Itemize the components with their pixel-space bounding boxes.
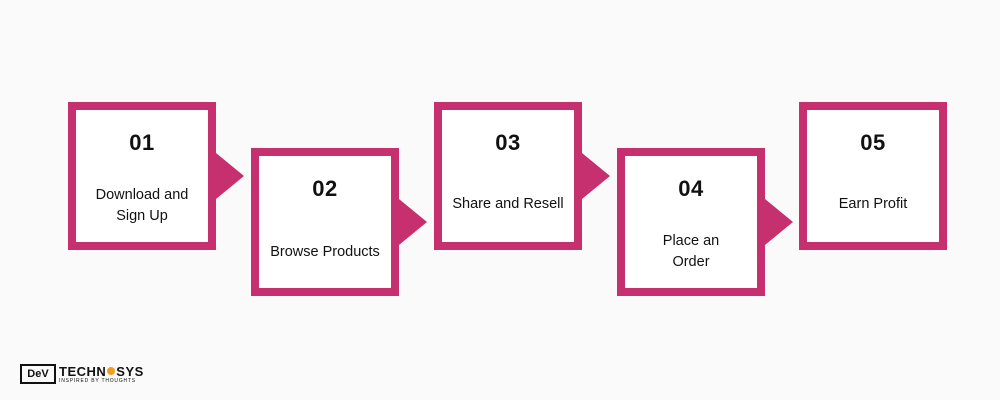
step-number: 03 (495, 130, 521, 155)
step-label-line: Share and Resell (452, 196, 564, 212)
step-box-04: 04 Place an Order (617, 148, 765, 296)
step-label-line: Earn Profit (838, 196, 908, 212)
step-box-inner: 04 Place an Order (625, 156, 757, 288)
step-number: 02 (312, 176, 338, 201)
arrow-right-icon (582, 153, 610, 199)
company-logo: DeV TECHN SYS INSPIRED BY THOUGHTS (20, 362, 144, 386)
step-label-line: Download and (95, 187, 189, 203)
step-label: Download and Sign Up (82, 185, 202, 227)
step-label-line: Order (672, 254, 710, 270)
arrow-right-icon (765, 199, 793, 245)
logo-name-part: SYS (116, 363, 144, 379)
step-number: 01 (129, 130, 155, 155)
step-label: Browse Products (265, 242, 385, 263)
logo-name-part: TECHN (59, 363, 107, 379)
step-box-inner: 02 Browse Products (259, 156, 391, 288)
step-box-01: 01 Download and Sign Up (68, 102, 216, 250)
step-number: 04 (678, 176, 704, 201)
step-label: Place an Order (631, 231, 751, 273)
step-box-inner: 05 Earn Profit (807, 110, 939, 242)
step-number: 05 (860, 130, 886, 155)
step-box-03: 03 Share and Resell (434, 102, 582, 250)
step-box-05: 05 Earn Profit (799, 102, 947, 250)
step-label: Share and Resell (448, 194, 568, 215)
arrow-right-icon (216, 153, 244, 199)
logo-mark: DeV (20, 364, 56, 384)
logo-text: TECHN SYS INSPIRED BY THOUGHTS (59, 365, 144, 384)
arrow-right-icon (399, 199, 427, 245)
sun-icon (107, 366, 116, 375)
step-label-line: Place an (662, 233, 720, 249)
step-label-line: Sign Up (116, 208, 168, 224)
step-label: Earn Profit (813, 194, 933, 215)
step-box-inner: 03 Share and Resell (442, 110, 574, 242)
logo-name: TECHN SYS (59, 365, 144, 378)
step-box-inner: 01 Download and Sign Up (76, 110, 208, 242)
step-box-02: 02 Browse Products (251, 148, 399, 296)
step-label-line: Browse Products (270, 244, 380, 260)
logo-tagline: INSPIRED BY THOUGHTS (59, 377, 136, 384)
